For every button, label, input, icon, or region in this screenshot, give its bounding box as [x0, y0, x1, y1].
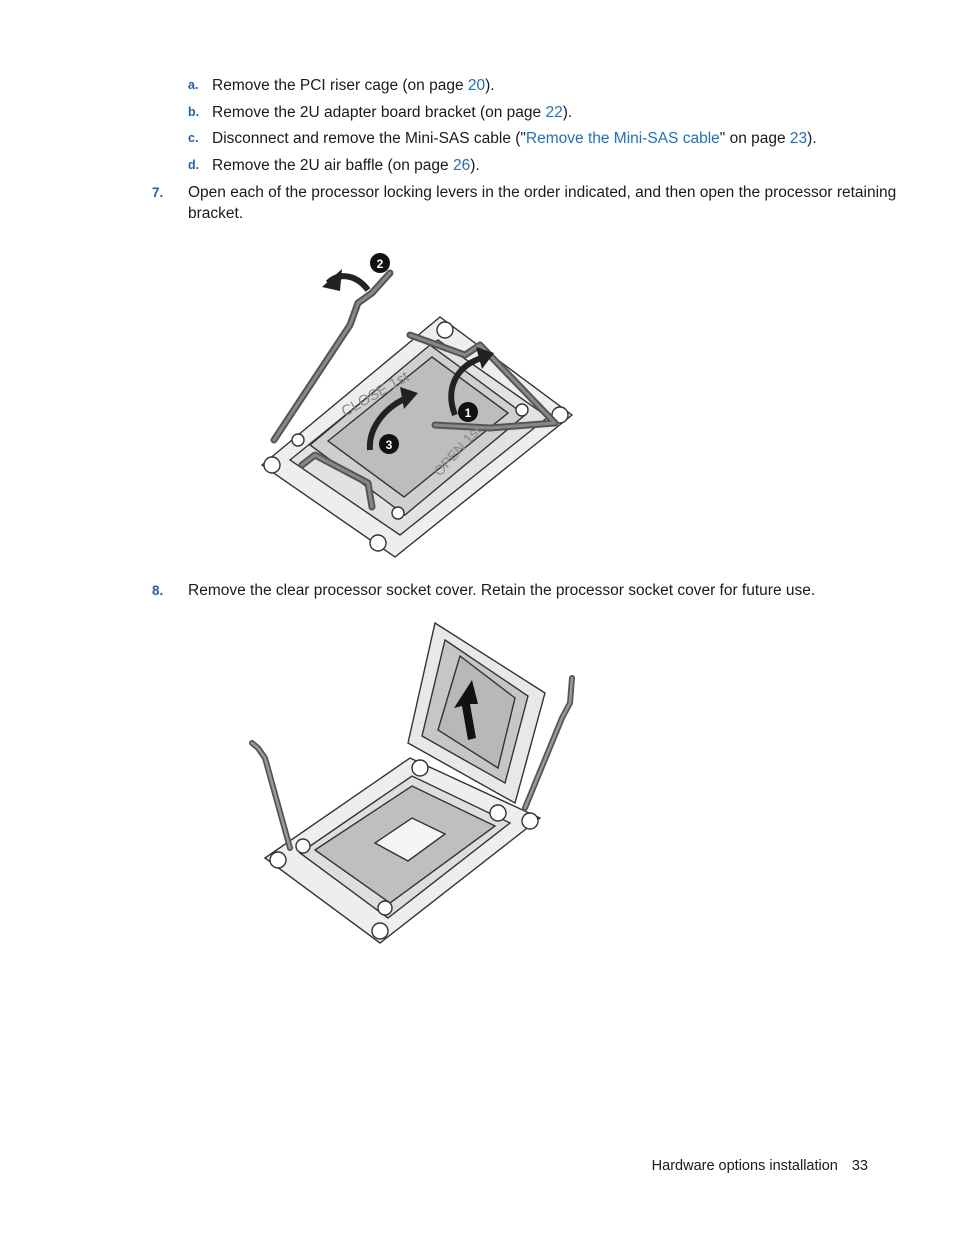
step-7-line-1: Open each of the processor locking lever… — [188, 184, 897, 201]
page-link-22[interactable]: 22 — [545, 104, 563, 121]
substep-d-marker: d. — [188, 158, 200, 172]
callout-1: 1 — [465, 406, 472, 420]
page-number: 33 — [851, 1158, 868, 1174]
footer-section-title: Hardware options installation — [651, 1158, 838, 1174]
open-levers-illustration: CLOSE 1st OPEN 1st 2 1 3 — [260, 253, 574, 558]
substep-d-text: Remove the 2U air baffle (on page 26). — [212, 157, 480, 174]
page-link-23[interactable]: 23 — [789, 130, 808, 147]
page-link-26[interactable]: 26 — [452, 157, 471, 174]
substep-a-marker: a. — [188, 78, 199, 92]
callout-3: 3 — [386, 438, 393, 452]
page-footer: Hardware options installation 33 — [652, 1158, 868, 1174]
substep-c-text: Disconnect and remove the Mini-SAS cable… — [212, 130, 817, 147]
step-8-marker: 8. — [152, 583, 164, 598]
substep-b-text: Remove the 2U adapter board bracket (on … — [212, 104, 573, 121]
step-7-line-2: bracket. — [188, 205, 244, 222]
step-7-marker: 7. — [152, 185, 164, 200]
substep-a-text: Remove the PCI riser cage (on page 20). — [212, 77, 495, 94]
page-link-20[interactable]: 20 — [467, 77, 486, 94]
substep-b-marker: b. — [188, 105, 200, 119]
step-8-text: Remove the clear processor socket cover.… — [188, 582, 816, 599]
remove-socket-cover-illustration — [249, 621, 575, 944]
callout-2: 2 — [377, 257, 384, 271]
substep-c-marker: c. — [188, 131, 199, 145]
mini-sas-cable-link[interactable]: Remove the Mini-SAS cable — [525, 130, 720, 147]
